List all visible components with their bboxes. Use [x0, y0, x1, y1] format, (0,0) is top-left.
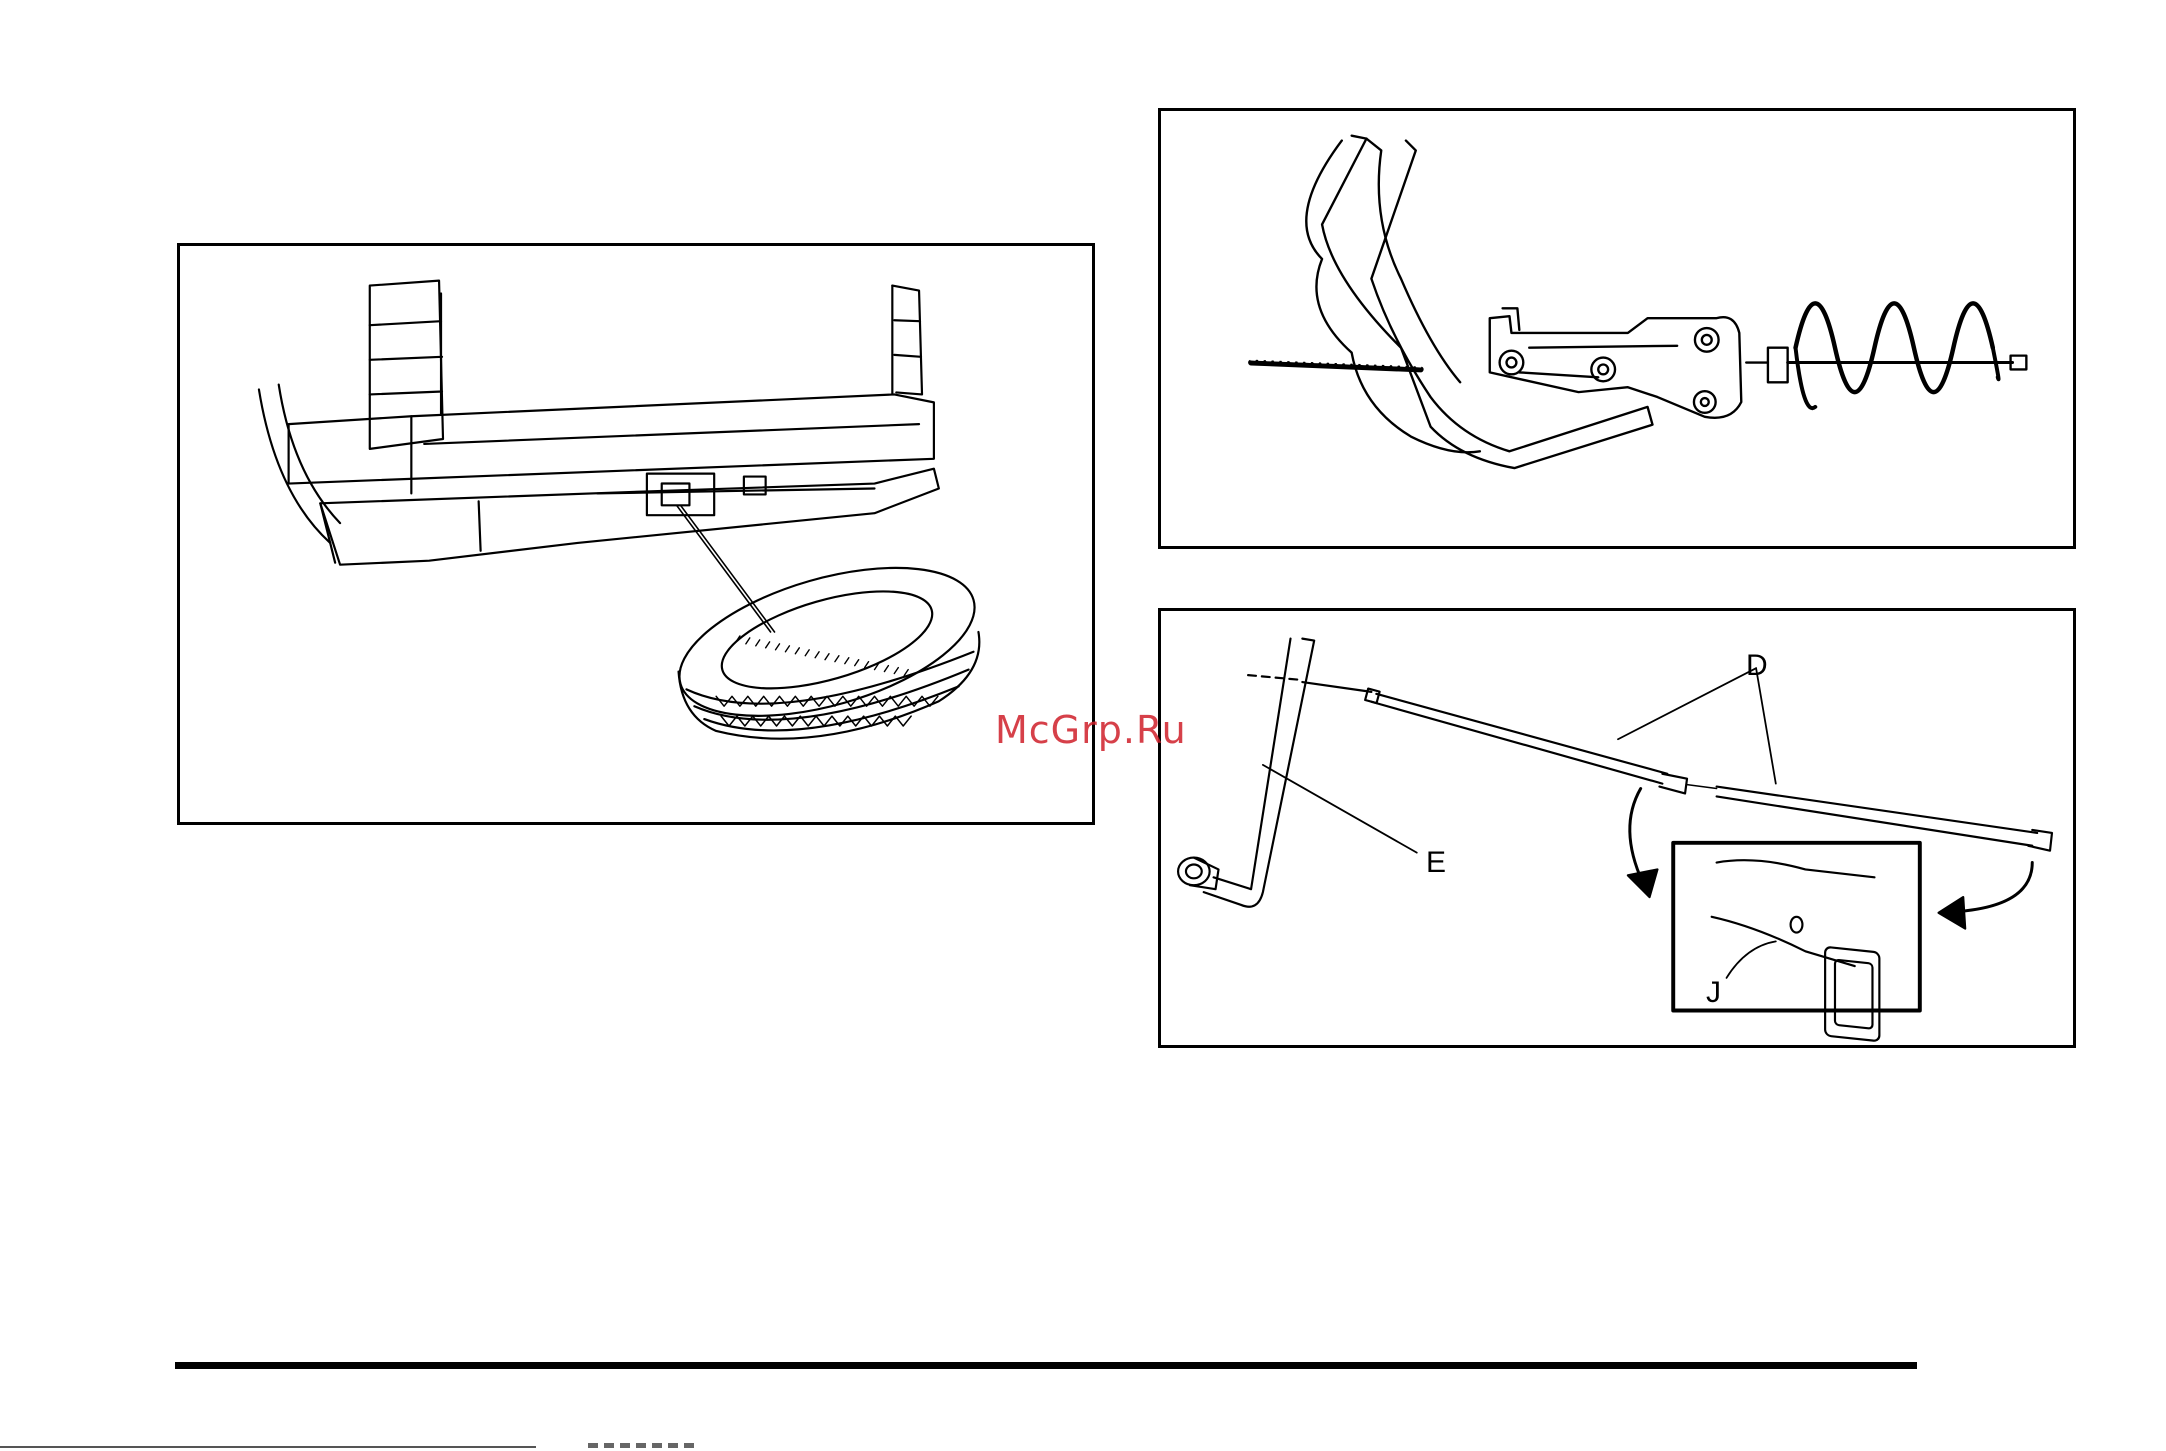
winch-illustration: [1161, 111, 2073, 546]
footer-marks: [588, 1443, 698, 1448]
footer-rule: [0, 1446, 536, 1448]
callout-d: D: [1746, 651, 1768, 681]
bottom-rule: [175, 1362, 1917, 1369]
watermark: McGrp.Ru: [995, 708, 1187, 752]
spare-tire-figure: [177, 243, 1095, 825]
callout-j: J: [1706, 978, 1721, 1008]
tools-figure: D E J: [1158, 608, 2076, 1048]
winch-figure: [1158, 108, 2076, 549]
callout-e: E: [1426, 848, 1446, 878]
tools-illustration: [1161, 611, 2073, 1045]
spare-tire-illustration: [180, 246, 1092, 822]
